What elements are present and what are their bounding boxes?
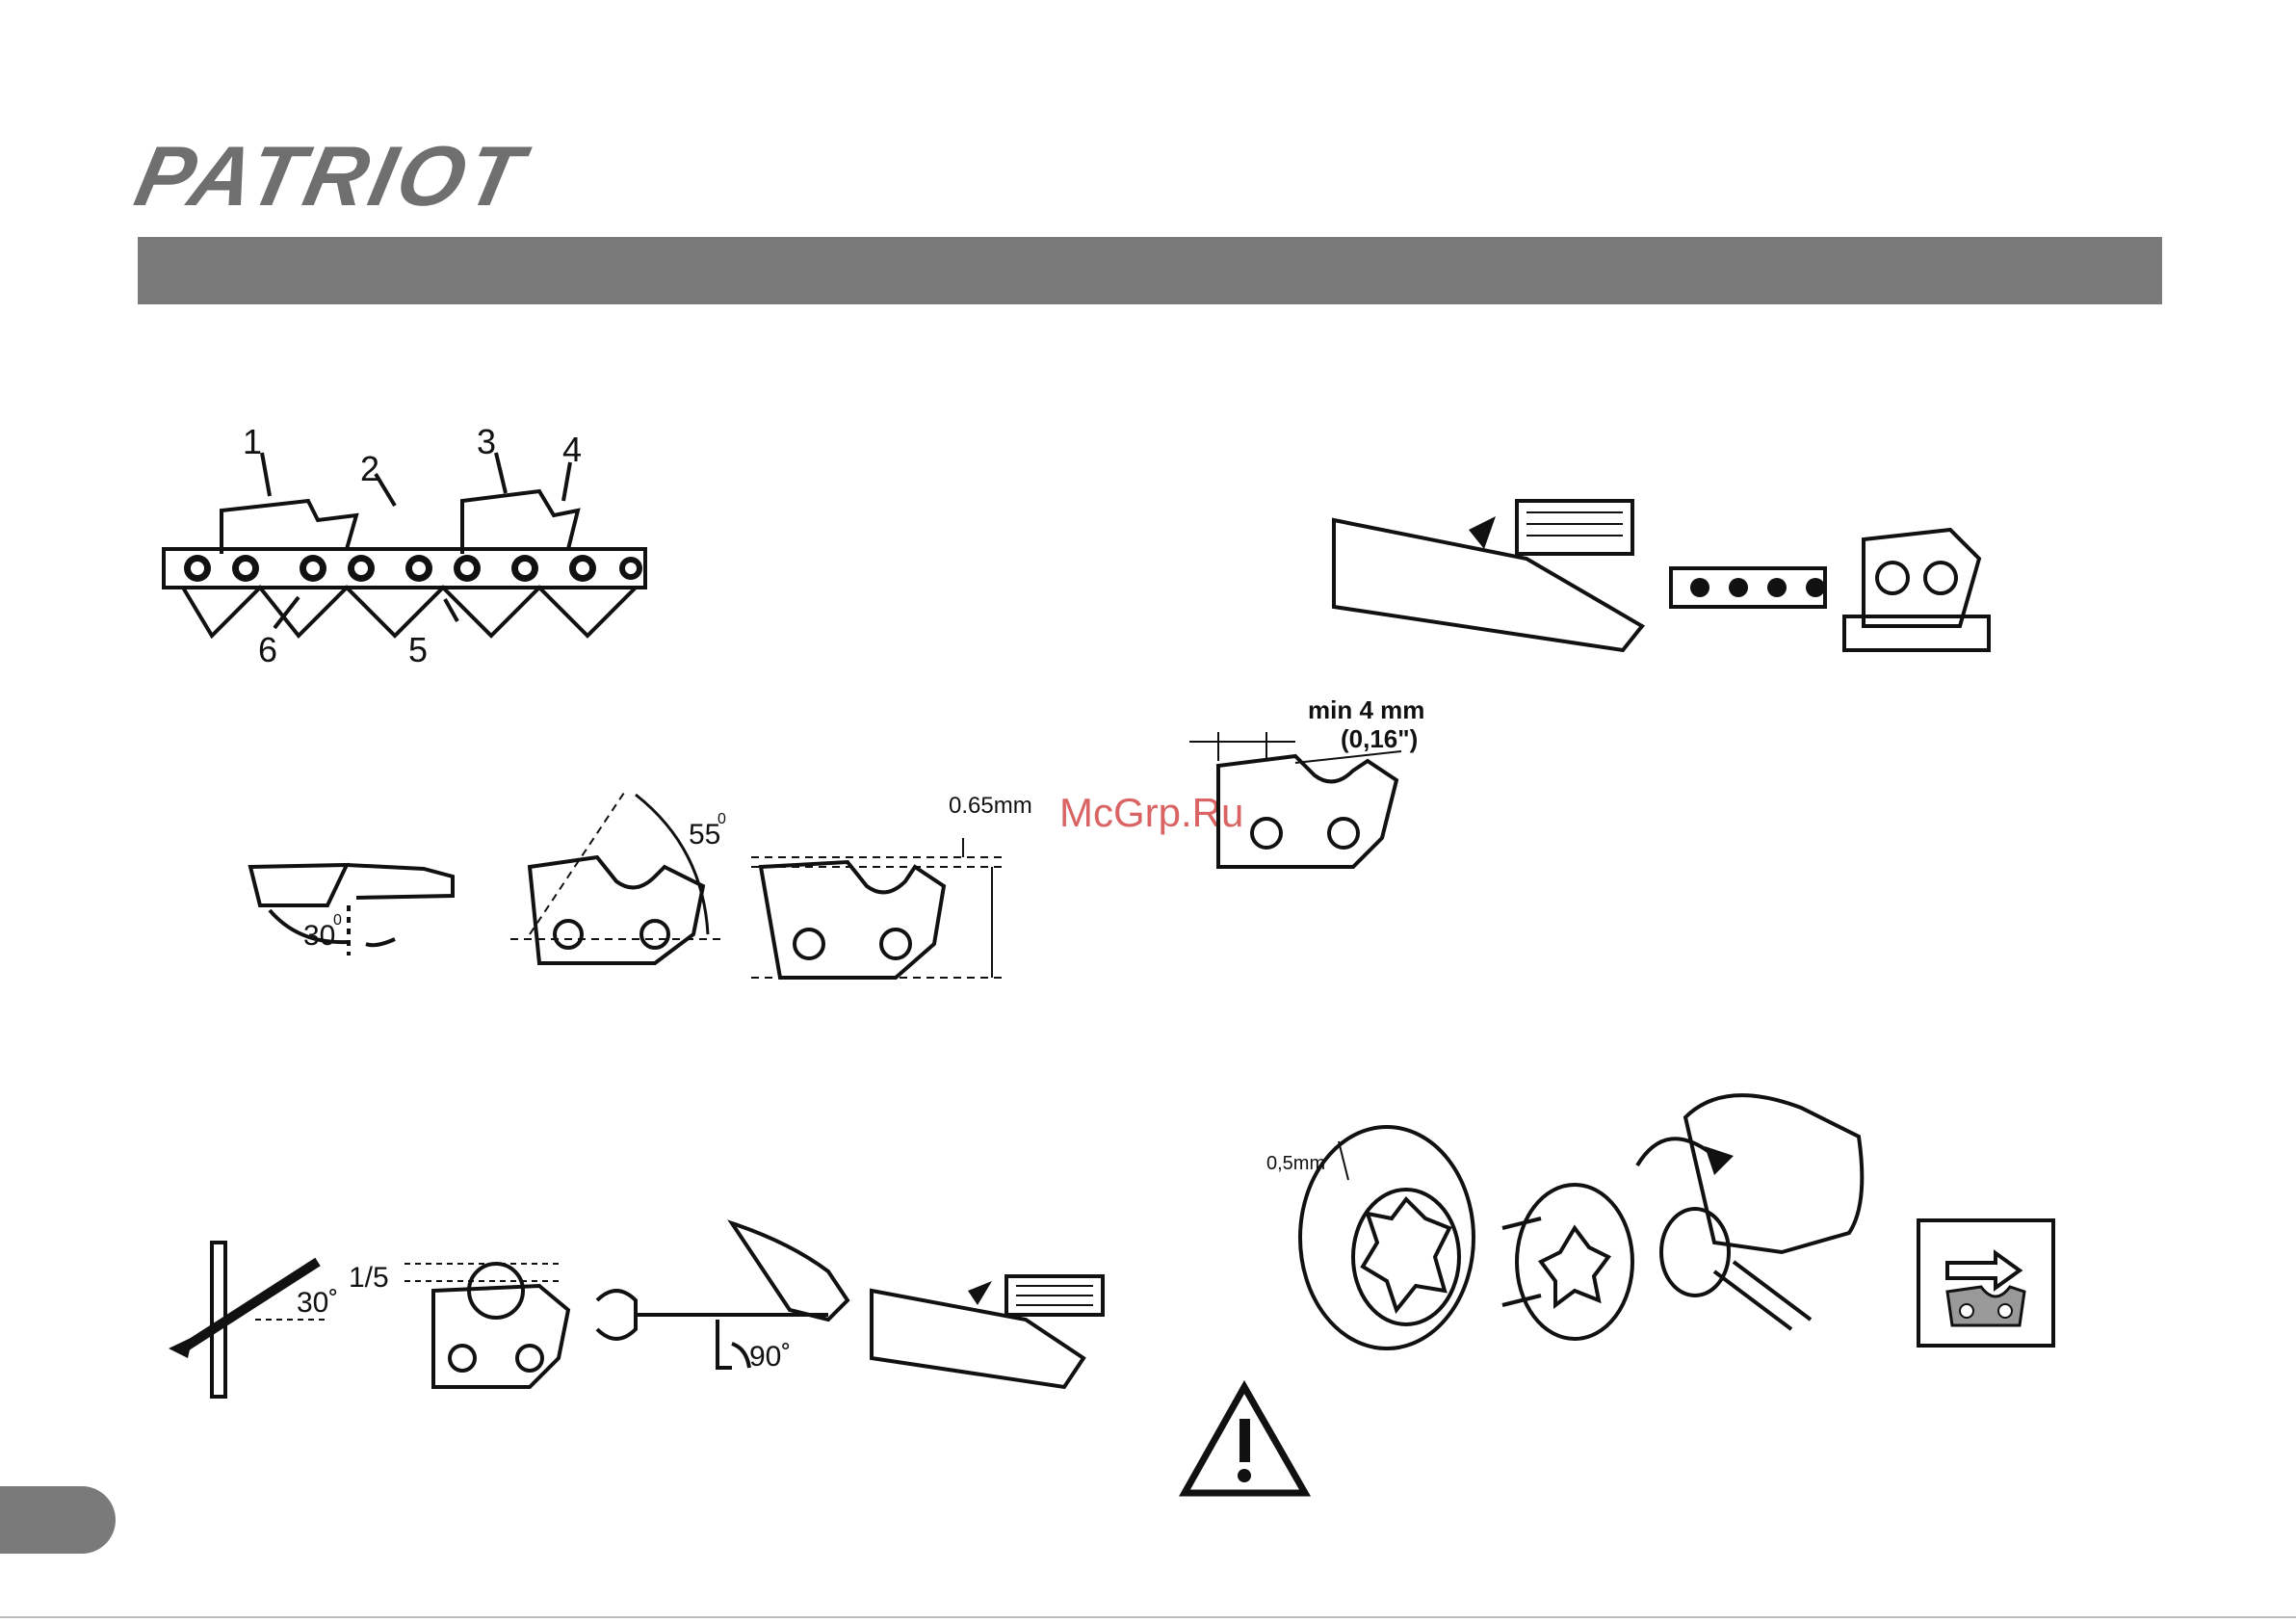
angle-55-label: 55 (689, 819, 720, 851)
chain-rotate-icon (1917, 1218, 2055, 1348)
callout-6: 6 (258, 630, 277, 670)
callout-3: 3 (477, 422, 496, 462)
depth-gauge-tool-diagram (872, 1252, 1103, 1397)
file-right-angle-label: 90˚ (749, 1341, 791, 1374)
section-header-band (138, 237, 2162, 304)
sprocket-wear-label: 0,5mm (1266, 1153, 1325, 1175)
file-height-diagram (404, 1252, 597, 1397)
angle-30-label: 30 (303, 920, 335, 953)
callout-4: 4 (562, 430, 582, 470)
callout-2: 2 (360, 449, 379, 489)
depth-gauge-diagram (751, 828, 1011, 992)
chainsaw-assembly-diagram (1628, 1079, 1868, 1348)
min-thickness-inch-label: (0,16") (1341, 724, 1418, 754)
cutter-top-view-diagram (231, 848, 462, 963)
file-height-label: 1/5 (349, 1262, 389, 1295)
bar-depth-tool-diagram (1334, 491, 1642, 655)
depth-gauge-label: 0.65mm (949, 793, 1032, 820)
chain-link-detail-diagram (1671, 520, 1989, 655)
file-holder-diagram (597, 1223, 876, 1377)
callout-1: 1 (243, 422, 262, 462)
warning-triangle-icon (1180, 1382, 1310, 1498)
page-number-tab (0, 1486, 116, 1554)
brand-logo: PATRIOT (127, 127, 535, 225)
min-thickness-label: min 4 mm (1308, 695, 1424, 725)
file-angle-diagram (164, 1243, 327, 1406)
sprocket-chain-diagram (1502, 1180, 1637, 1344)
callout-5: 5 (408, 630, 428, 670)
degree-mark-55: 0 (718, 811, 726, 828)
degree-mark-30: 0 (333, 912, 342, 929)
footer-rule (0, 1616, 2296, 1618)
file-angle-label: 30˚ (297, 1287, 338, 1320)
